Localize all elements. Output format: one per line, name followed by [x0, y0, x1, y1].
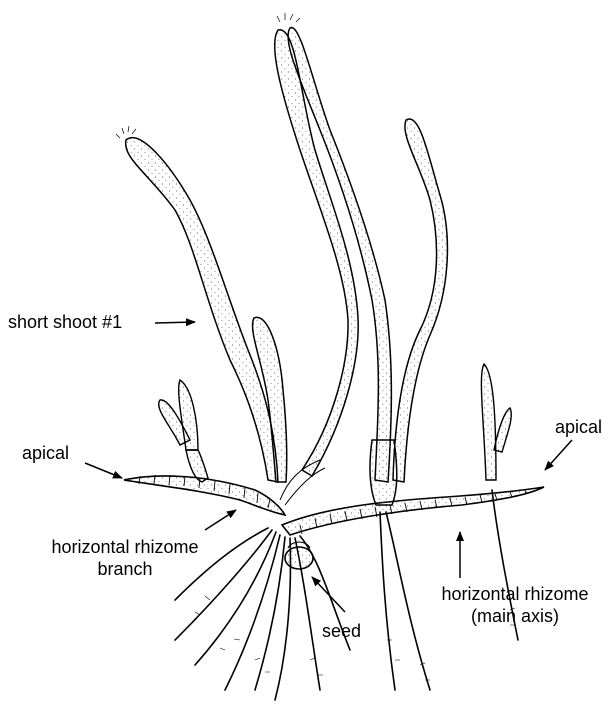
arrow-short-shoot — [155, 322, 195, 323]
arrow-seed — [312, 577, 345, 612]
short-shoot-label: short shoot #1 — [8, 311, 122, 333]
arrow-rhizome-branch — [205, 510, 236, 530]
arrow-apical-right — [545, 440, 572, 470]
seed-body — [285, 542, 313, 569]
arrow-apical-left — [85, 463, 122, 478]
rhizome-main-label-line1: horizontal rhizome — [420, 583, 610, 605]
seed-label: seed — [322, 620, 361, 642]
rhizome-main-label-line2: (main axis) — [420, 605, 610, 627]
horizontal-rhizome-main — [282, 487, 544, 535]
rhizome-branch-label-line2: branch — [30, 558, 220, 580]
rhizome-branch-label-line1: horizontal rhizome — [30, 536, 220, 558]
apical-left-label: apical — [22, 442, 69, 464]
apical-right-label: apical — [555, 416, 602, 438]
leaf-tip-tufts — [116, 13, 300, 138]
small-shoot-left — [159, 380, 208, 482]
small-shoot-right — [481, 364, 511, 480]
